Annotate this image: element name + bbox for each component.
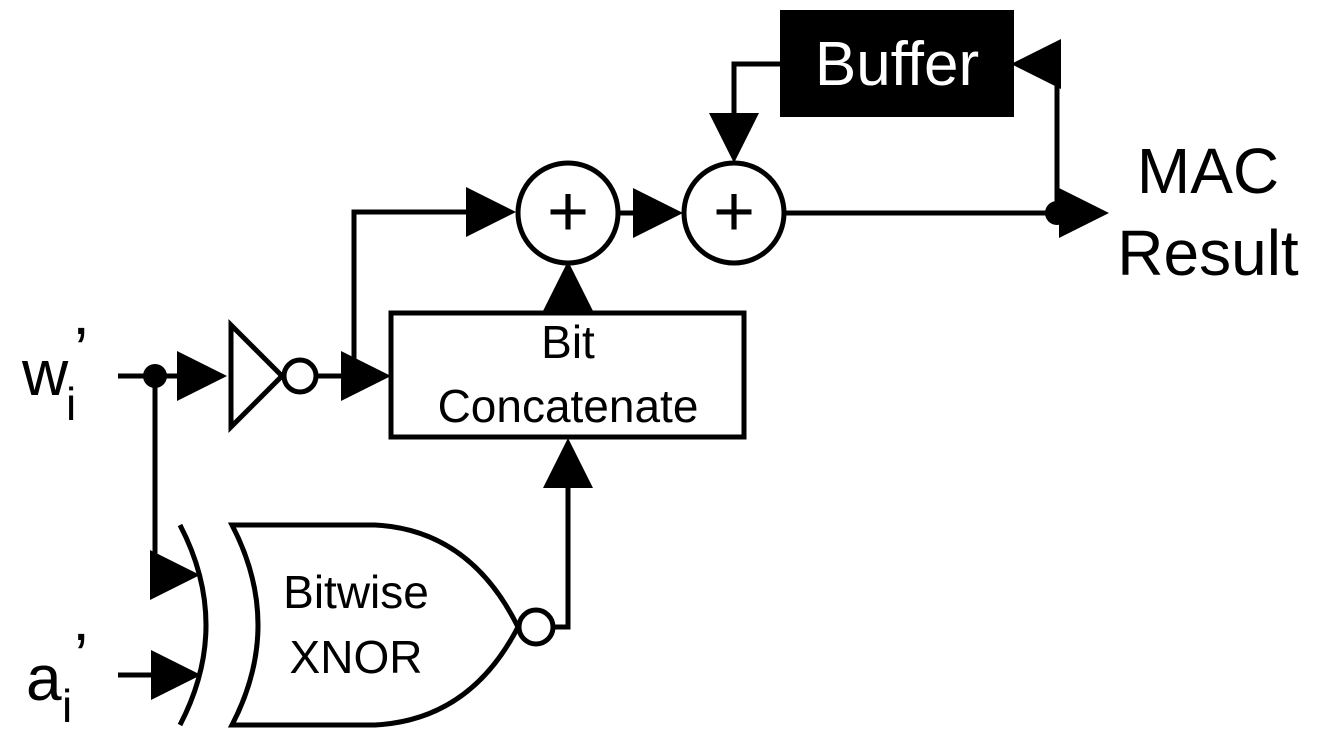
inverter-bubble — [281, 357, 319, 395]
input-w-label: w i ’ — [21, 314, 88, 430]
input-a-label: a i ’ — [26, 620, 88, 732]
xnor-gate — [227, 522, 521, 728]
xnor-label-line1: Bitwise — [283, 566, 429, 618]
bit-concatenate-label-line2: Concatenate — [438, 380, 699, 432]
wire-output-to-buffer — [1011, 39, 1061, 213]
wire-inverted-w-to-adder1 — [351, 187, 516, 376]
output-label-line1: MAC — [1137, 135, 1279, 207]
wire-w-to-xnor — [150, 376, 200, 600]
adder-1-symbol: + — [547, 172, 589, 252]
buffer-block — [780, 10, 1014, 117]
svg-text:a: a — [26, 642, 62, 714]
output-label-line2: Result — [1117, 217, 1299, 289]
inverter-gate — [228, 318, 286, 434]
adder-2-symbol: + — [713, 172, 755, 252]
xnor-input-curve — [177, 523, 209, 727]
svg-text:’: ’ — [74, 620, 88, 692]
bit-concatenate-label-line1: Bit — [541, 316, 595, 368]
svg-text:i: i — [66, 378, 76, 430]
svg-text:i: i — [62, 680, 72, 732]
xnor-bubble — [516, 607, 556, 647]
svg-text:w: w — [21, 337, 69, 409]
svg-text:’: ’ — [74, 314, 88, 386]
wire-xnor-to-concat — [543, 438, 593, 630]
wire-buffer-to-adder2 — [709, 61, 782, 163]
xnor-label-line2: XNOR — [290, 631, 423, 683]
buffer-label: Buffer — [815, 30, 979, 99]
